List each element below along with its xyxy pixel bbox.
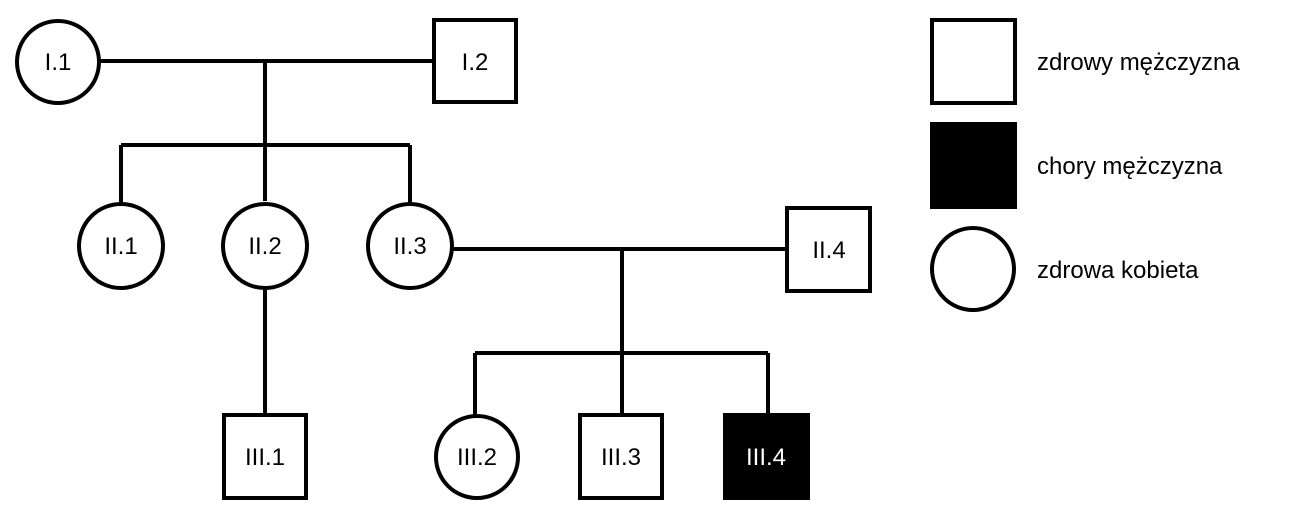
individual-label: III.4 bbox=[746, 444, 786, 471]
individual-ii4: II.4 bbox=[785, 206, 872, 293]
individual-iii3: III.3 bbox=[578, 413, 664, 500]
individual-label: III.3 bbox=[601, 444, 641, 471]
male-symbol bbox=[785, 206, 872, 293]
legend-label: zdrowa kobieta bbox=[1037, 257, 1199, 284]
female-symbol bbox=[15, 19, 101, 105]
legend: zdrowy mężczyzna chory mężczyzna zdrowa … bbox=[930, 18, 1240, 312]
legend-item-healthy-female: zdrowa kobieta bbox=[930, 226, 1199, 312]
individual-label: II.3 bbox=[393, 233, 426, 260]
healthy-female-swatch bbox=[930, 226, 1016, 312]
pedigree-lines bbox=[99, 59, 787, 416]
affected-male-swatch bbox=[930, 122, 1017, 209]
healthy-male-swatch bbox=[930, 18, 1017, 105]
individual-ii2: II.2 bbox=[221, 202, 309, 290]
male-symbol bbox=[578, 413, 664, 500]
individual-label: I.2 bbox=[462, 49, 489, 76]
individual-i1: I.1 bbox=[15, 19, 101, 105]
individual-i2: I.2 bbox=[432, 18, 518, 104]
female-symbol bbox=[366, 202, 454, 290]
legend-label: zdrowy mężczyzna bbox=[1037, 49, 1240, 76]
individual-label: II.4 bbox=[812, 237, 845, 264]
individual-label: II.1 bbox=[104, 233, 137, 260]
legend-item-affected-male: chory mężczyzna bbox=[930, 122, 1223, 209]
female-symbol bbox=[77, 202, 165, 290]
individual-iii2: III.2 bbox=[434, 414, 520, 500]
individual-label: III.1 bbox=[245, 444, 285, 471]
individual-label: I.1 bbox=[45, 49, 72, 76]
legend-item-healthy-male: zdrowy mężczyzna bbox=[930, 18, 1240, 105]
individual-iii4: III.4 bbox=[723, 413, 810, 500]
male-symbol bbox=[222, 413, 308, 500]
affected-male-symbol bbox=[723, 413, 810, 500]
female-symbol bbox=[221, 202, 309, 290]
female-symbol bbox=[434, 414, 520, 500]
individual-ii3: II.3 bbox=[366, 202, 454, 290]
individual-label: III.2 bbox=[457, 444, 497, 471]
individual-iii1: III.1 bbox=[222, 413, 308, 500]
male-symbol bbox=[432, 18, 518, 104]
legend-label: chory mężczyzna bbox=[1037, 153, 1223, 180]
individual-label: II.2 bbox=[248, 233, 281, 260]
individual-ii1: II.1 bbox=[77, 202, 165, 290]
